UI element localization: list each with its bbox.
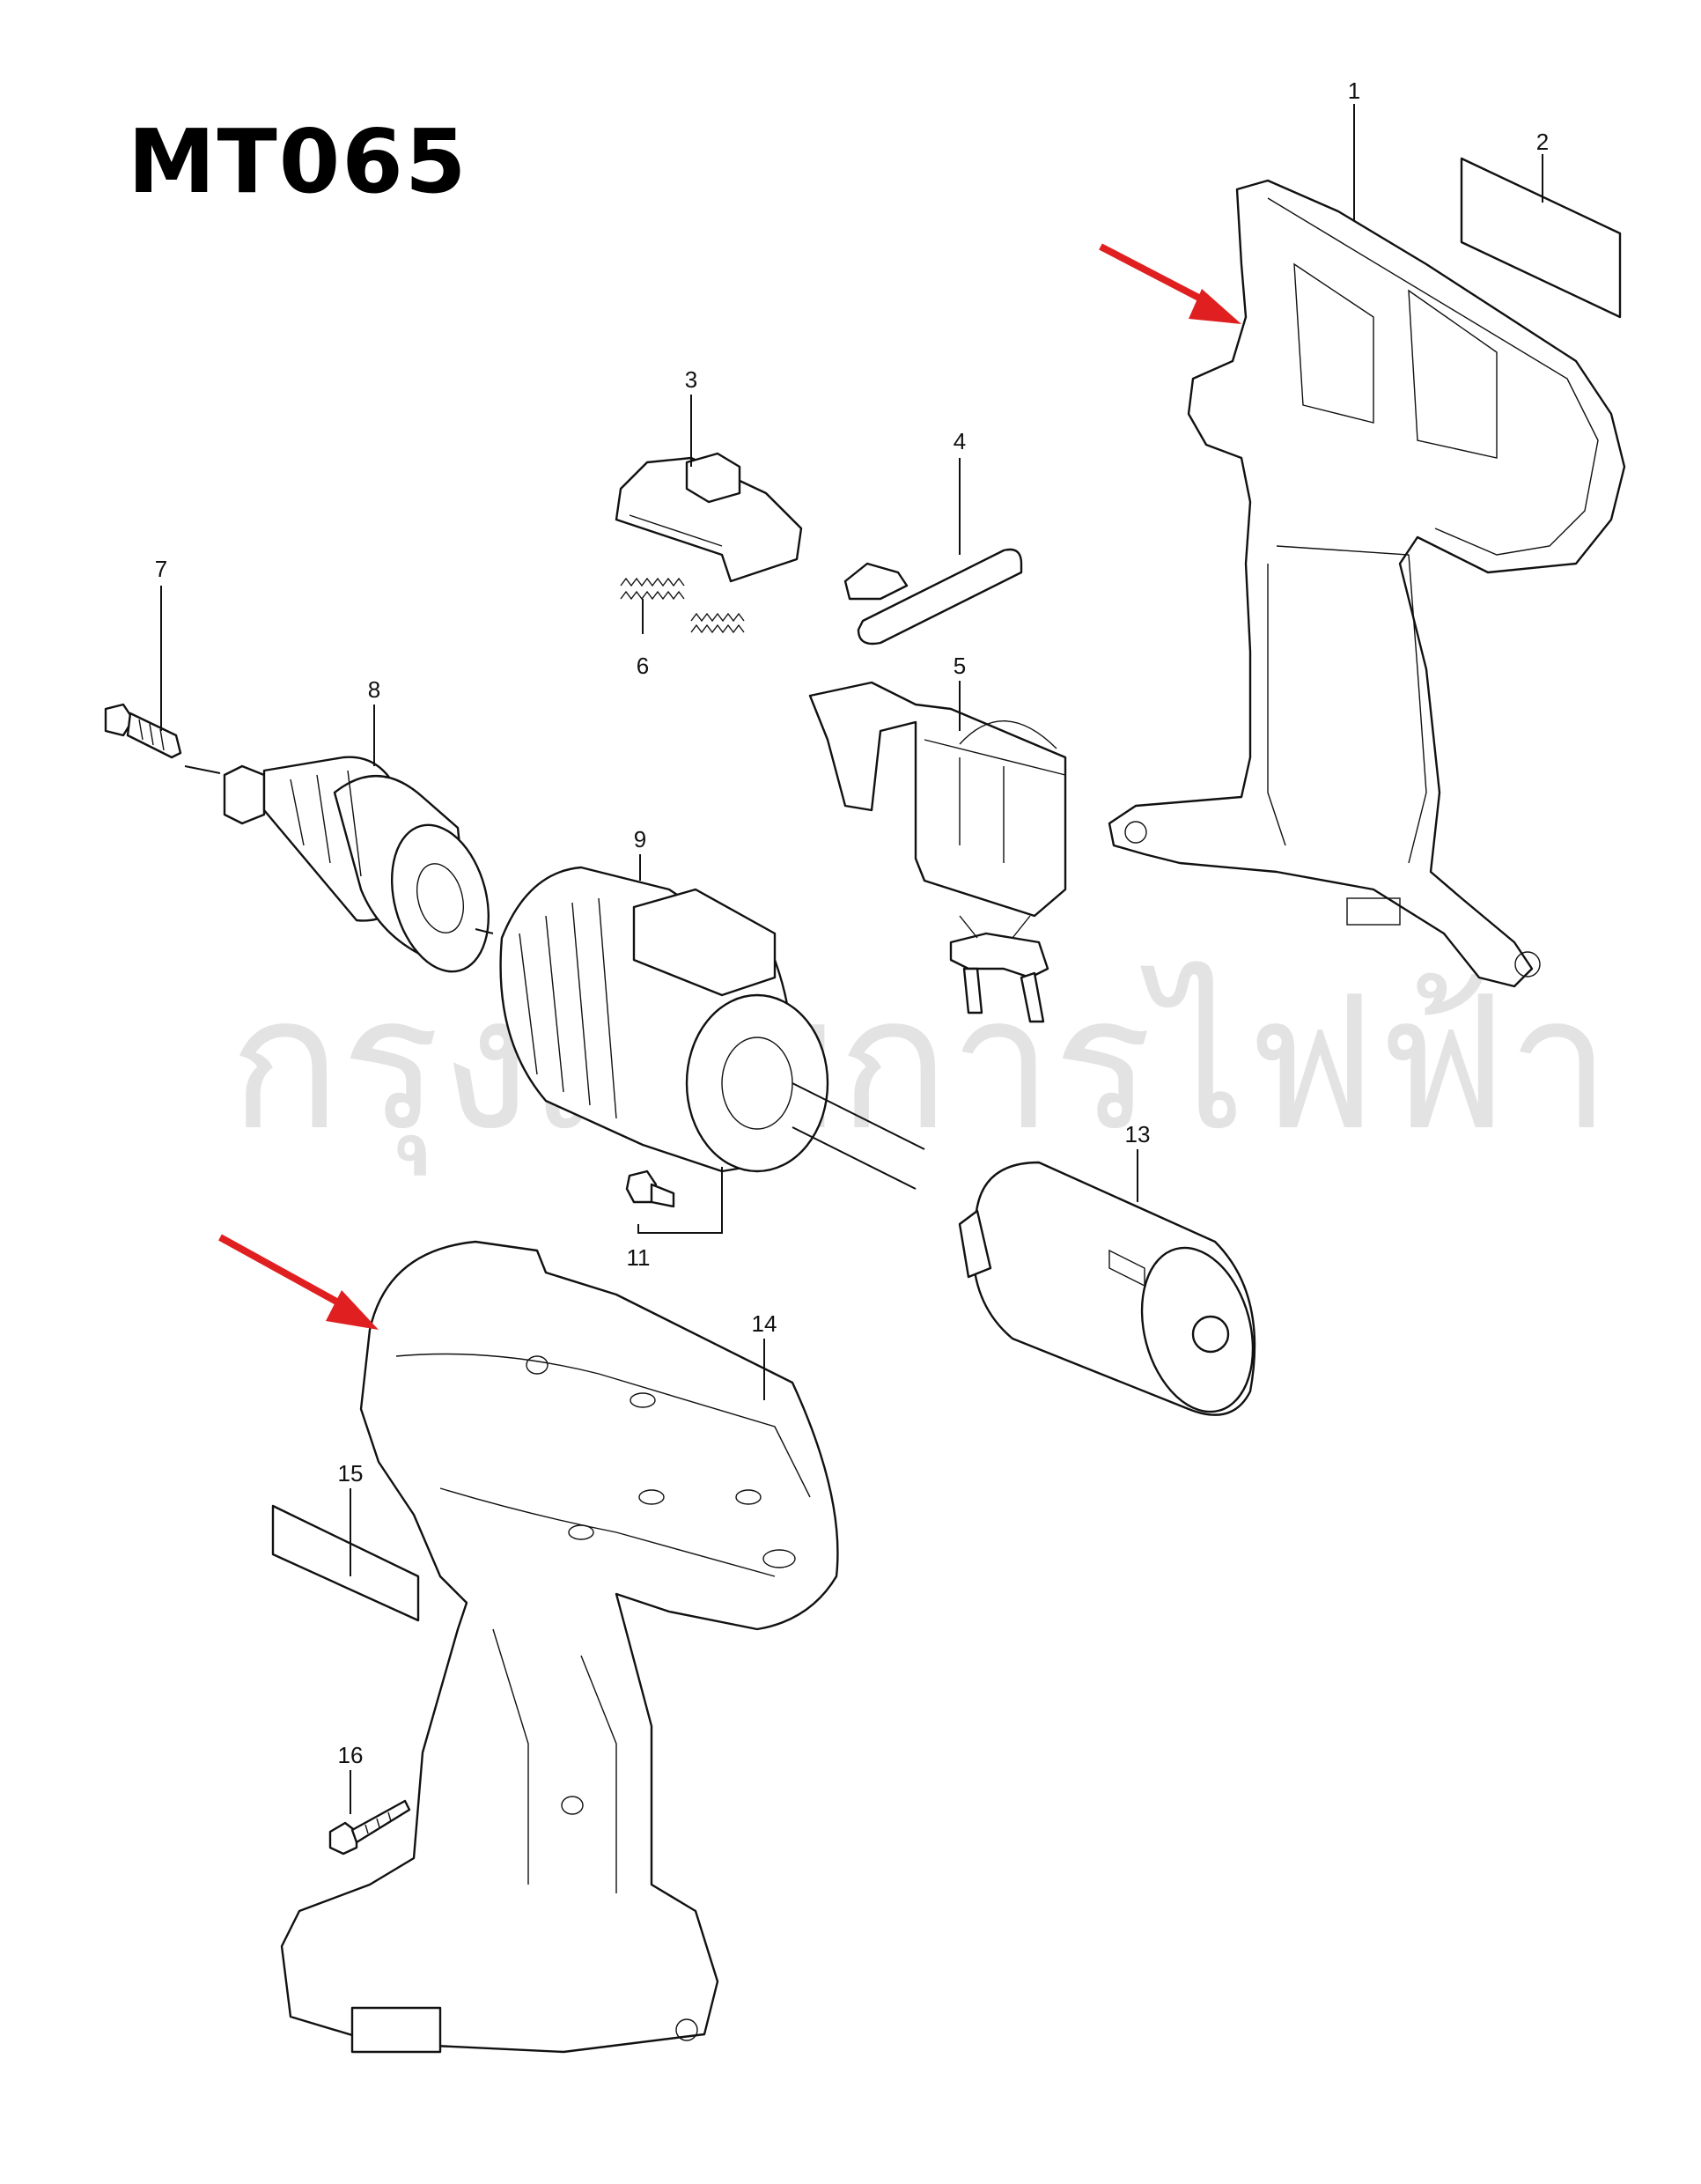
part-3-switch-lever[interactable] — [615, 452, 803, 583]
part-2-label-plate[interactable] — [1460, 157, 1622, 319]
part-4-link-rod[interactable] — [843, 548, 1023, 646]
red-arrow-bottom — [218, 1234, 379, 1330]
watermark-text: กรุงเทพการไฟฟ้า — [229, 956, 1611, 1171]
callout-6: 6 — [637, 653, 649, 679]
part-7-screw[interactable] — [104, 703, 182, 759]
callout-8: 8 — [368, 676, 380, 703]
callout-1: 1 — [1348, 77, 1360, 104]
part-15-label-plate[interactable] — [271, 1504, 420, 1622]
callout-leaders — [160, 104, 1543, 1814]
red-arrow-top — [1099, 243, 1241, 324]
part-1-housing-right[interactable] — [1108, 179, 1626, 988]
callout-5: 5 — [954, 653, 966, 679]
callout-9: 9 — [634, 826, 646, 852]
part-5-trigger-switch[interactable] — [808, 681, 1067, 1023]
part-11-small-screw[interactable] — [625, 1169, 675, 1208]
callout-14: 14 — [752, 1310, 777, 1337]
part-14-housing-left[interactable] — [280, 1240, 839, 2054]
part-8-drill-chuck[interactable] — [223, 756, 504, 983]
part-13-motor[interactable] — [958, 1161, 1270, 1424]
callout-4: 4 — [954, 428, 966, 454]
callout-2: 2 — [1536, 129, 1549, 155]
callout-15: 15 — [338, 1460, 364, 1487]
part-16-screw[interactable] — [328, 1799, 411, 1856]
callout-16: 16 — [338, 1742, 364, 1768]
callout-13: 13 — [1125, 1121, 1151, 1147]
part-9-gear-assembly[interactable] — [499, 866, 829, 1173]
callout-labels: 1 2 3 4 5 6 7 8 9 11 13 14 15 16 — [155, 77, 1549, 1768]
model-title: MT065 — [128, 110, 468, 213]
callout-7: 7 — [155, 556, 167, 582]
part-6-springs[interactable] — [620, 577, 745, 634]
callout-11: 11 — [627, 1244, 651, 1271]
callout-3: 3 — [685, 366, 697, 393]
